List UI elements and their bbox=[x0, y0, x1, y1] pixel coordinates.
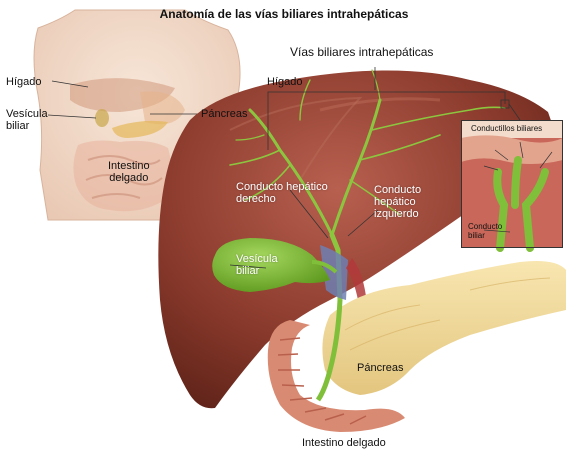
label-gallbladder: Vesícula biliar bbox=[236, 253, 278, 277]
torso-gallbladder bbox=[95, 109, 109, 127]
label-inset-duct: Conducto biliar bbox=[468, 222, 502, 240]
label-right-hepatic-duct: Conducto hepático derecho bbox=[236, 181, 328, 205]
label-intrahepatic-ducts: Vías biliares intrahepáticas bbox=[290, 46, 433, 58]
label-small-intestine: Intestino delgado bbox=[302, 437, 386, 449]
label-torso-pancreas: Páncreas bbox=[201, 108, 247, 120]
label-left-hepatic-duct: Conducto hepático izquierdo bbox=[374, 184, 421, 220]
label-liver: Hígado bbox=[267, 76, 302, 88]
label-inset-ductules: Conductillos biliares bbox=[471, 124, 542, 133]
label-pancreas: Páncreas bbox=[357, 362, 403, 374]
diagram-title: Anatomía de las vías biliares intrahepát… bbox=[0, 7, 568, 21]
label-torso-gallbladder: Vesícula biliar bbox=[6, 108, 48, 132]
label-torso-liver: Hígado bbox=[6, 76, 41, 88]
label-torso-intestine: Intestino delgado bbox=[108, 160, 150, 184]
